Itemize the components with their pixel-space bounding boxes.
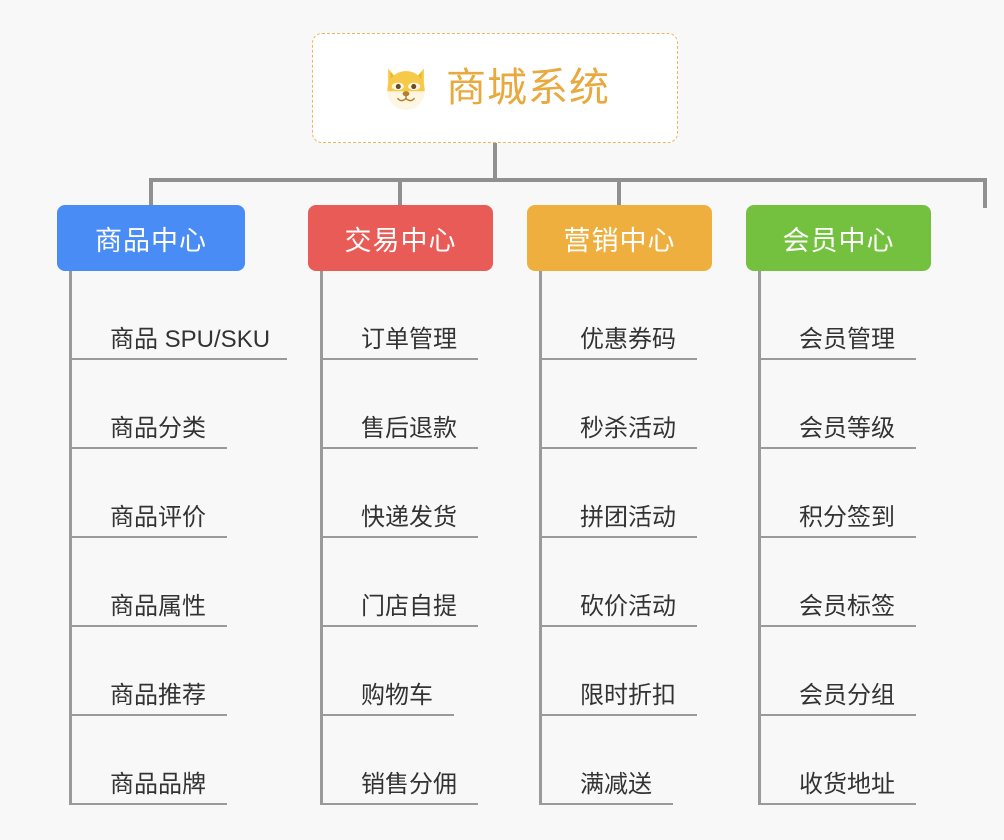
tree-item-underline	[323, 358, 478, 360]
tree-item-underline	[542, 803, 673, 805]
tree-item-underline	[761, 803, 916, 805]
tree-item[interactable]: 商品品牌	[69, 716, 245, 805]
tree-item-label: 售后退款	[361, 414, 457, 442]
tree-item-label: 快递发货	[361, 503, 457, 531]
branch-header-1[interactable]: 商品中心	[57, 205, 245, 271]
tree-item-underline	[542, 714, 697, 716]
branch-header-2[interactable]: 交易中心	[308, 205, 493, 271]
tree-item[interactable]: 秒杀活动	[539, 360, 712, 449]
tree-item[interactable]: 优惠券码	[539, 271, 712, 360]
branch-column-3: 营销中心优惠券码秒杀活动拼团活动砍价活动限时折扣满减送	[527, 205, 712, 821]
tree-item[interactable]: 商品推荐	[69, 627, 245, 716]
connector-drop-2	[398, 178, 402, 208]
tree-item-underline	[761, 714, 916, 716]
branch-column-4: 会员中心会员管理会员等级积分签到会员标签会员分组收货地址	[746, 205, 931, 821]
tree-item-underline	[761, 536, 916, 538]
tree-item-underline	[323, 714, 454, 716]
tree-item-label: 满减送	[580, 770, 652, 798]
tree-item-underline	[72, 714, 227, 716]
tree-item-label: 会员分组	[799, 681, 895, 709]
tree-item-label: 积分签到	[799, 503, 895, 531]
tree-item[interactable]: 积分签到	[758, 449, 931, 538]
tree-item-label: 会员标签	[799, 592, 895, 620]
tree-item-label: 秒杀活动	[580, 414, 676, 442]
connector-root-stem	[493, 143, 497, 181]
tree-item[interactable]: 商品评价	[69, 449, 245, 538]
branch-item-list-2: 订单管理售后退款快递发货门店自提购物车销售分佣	[320, 271, 493, 805]
tree-item-underline	[72, 803, 227, 805]
tree-item-label: 商品 SPU/SKU	[110, 325, 271, 353]
tree-item-label: 门店自提	[361, 592, 457, 620]
tree-item[interactable]: 商品 SPU/SKU	[69, 271, 287, 360]
tree-item[interactable]: 收货地址	[758, 716, 931, 805]
tree-item[interactable]: 限时折扣	[539, 627, 712, 716]
tree-item[interactable]: 购物车	[320, 627, 493, 716]
branch-column-1: 商品中心商品 SPU/SKU 商品分类商品评价商品属性商品推荐商品品牌	[57, 205, 287, 821]
connector-drop-3	[617, 178, 621, 208]
tree-item-underline	[761, 358, 916, 360]
tree-item-underline	[323, 625, 478, 627]
tree-item-label: 商品推荐	[110, 681, 206, 709]
branch-item-list-3: 优惠券码秒杀活动拼团活动砍价活动限时折扣满减送	[539, 271, 712, 805]
tree-item-underline	[542, 358, 697, 360]
tree-item-label: 会员管理	[799, 325, 895, 353]
tree-item[interactable]: 拼团活动	[539, 449, 712, 538]
tree-item[interactable]: 会员标签	[758, 538, 931, 627]
tree-item[interactable]: 商品分类	[69, 360, 245, 449]
tree-item[interactable]: 满减送	[539, 716, 712, 805]
tree-item-label: 限时折扣	[580, 681, 676, 709]
tree-item-underline	[761, 625, 916, 627]
branch-item-list-4: 会员管理会员等级积分签到会员标签会员分组收货地址	[758, 271, 931, 805]
tree-item-label: 收货地址	[799, 770, 895, 798]
branch-column-2: 交易中心订单管理售后退款快递发货门店自提购物车销售分佣	[308, 205, 493, 821]
tree-item[interactable]: 商品属性	[69, 538, 245, 627]
tree-item[interactable]: 订单管理	[320, 271, 493, 360]
tree-item-underline	[72, 536, 227, 538]
dog-face-icon	[387, 68, 425, 110]
tree-item-label: 商品评价	[110, 503, 206, 531]
tree-item-label: 购物车	[361, 681, 433, 709]
tree-item-label: 商品属性	[110, 592, 206, 620]
tree-item-label: 商品品牌	[110, 770, 206, 798]
tree-item[interactable]: 会员分组	[758, 627, 931, 716]
branch-header-4[interactable]: 会员中心	[746, 205, 931, 271]
root-node-title: 商城系统	[446, 66, 610, 110]
branch-item-list-1: 商品 SPU/SKU 商品分类商品评价商品属性商品推荐商品品牌	[69, 271, 287, 805]
tree-item-underline	[542, 625, 697, 627]
tree-item[interactable]: 售后退款	[320, 360, 493, 449]
connector-drop-4	[983, 178, 987, 208]
tree-item[interactable]: 销售分佣	[320, 716, 493, 805]
tree-item-underline	[72, 447, 227, 449]
root-node-mall-system[interactable]: 商城系统	[312, 33, 678, 143]
tree-item-underline	[323, 447, 478, 449]
tree-item-underline	[323, 803, 478, 805]
tree-item-underline	[542, 536, 697, 538]
tree-item[interactable]: 砍价活动	[539, 538, 712, 627]
tree-item-underline	[542, 447, 697, 449]
tree-item-label: 优惠券码	[580, 325, 676, 353]
tree-item[interactable]: 门店自提	[320, 538, 493, 627]
tree-item-label: 销售分佣	[361, 770, 457, 798]
tree-item-underline	[761, 447, 916, 449]
connector-horizontal-bar	[149, 178, 987, 182]
tree-item-label: 订单管理	[361, 325, 457, 353]
tree-item-label: 拼团活动	[580, 503, 676, 531]
tree-item-underline	[72, 625, 227, 627]
tree-item-label: 商品分类	[110, 414, 206, 442]
tree-item-underline	[323, 536, 478, 538]
tree-item-label: 会员等级	[799, 414, 895, 442]
tree-item[interactable]: 快递发货	[320, 449, 493, 538]
tree-item[interactable]: 会员等级	[758, 360, 931, 449]
tree-item-label: 砍价活动	[580, 592, 676, 620]
tree-item[interactable]: 会员管理	[758, 271, 931, 360]
branch-header-3[interactable]: 营销中心	[527, 205, 712, 271]
connector-drop-1	[149, 178, 153, 208]
tree-item-underline	[72, 358, 287, 360]
